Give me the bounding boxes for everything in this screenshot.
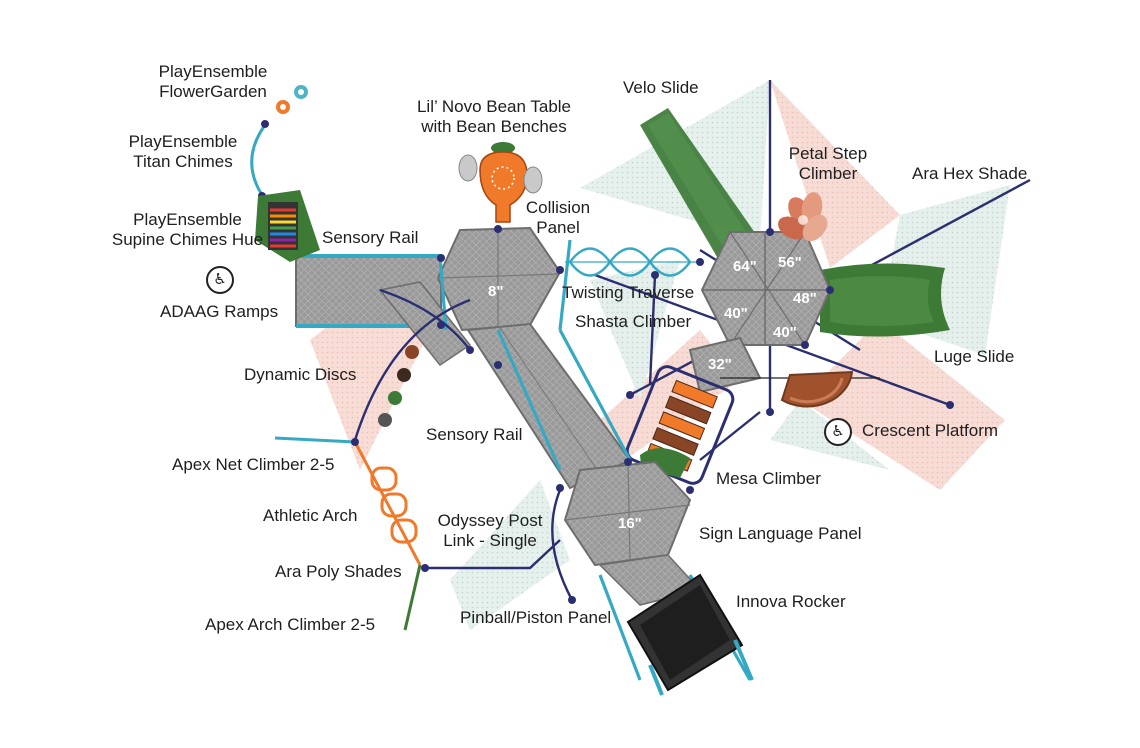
- dynamic-discs: [378, 345, 419, 427]
- center-decks: [295, 226, 702, 606]
- label-bean-table: Lil’ Novo Bean Table with Bean Benches: [404, 97, 584, 137]
- label-line: Supine Chimes Hue: [111, 230, 264, 249]
- accessibility-icon: ♿: [824, 418, 852, 446]
- label-velo-slide: Velo Slide: [623, 78, 699, 97]
- label-apex-net-climber: Apex Net Climber 2-5: [172, 455, 335, 474]
- label-line: PlayEnsemble: [158, 62, 268, 81]
- label-innova-rocker: Innova Rocker: [736, 592, 846, 611]
- supine-chimes-hue: [255, 190, 320, 262]
- deck-height-16: 16": [618, 515, 642, 532]
- luge-slide: [820, 263, 950, 337]
- velo-slide: [640, 108, 760, 262]
- innova-rocker: [626, 573, 754, 696]
- label-line: Lil’ Novo Bean Table: [416, 97, 572, 116]
- flowergarden: [276, 85, 308, 114]
- bean-table: [458, 142, 543, 223]
- frame-arcs: [353, 288, 574, 601]
- ara-poly-shades-left: [310, 290, 570, 630]
- accessibility-icon: ♿: [206, 266, 234, 294]
- label-line: with Bean Benches: [421, 117, 567, 136]
- titan-chimes: [250, 120, 269, 200]
- label-apex-arch-climber: Apex Arch Climber 2-5: [205, 615, 376, 634]
- label-odyssey-post: Odyssey Post Link - Single: [430, 511, 550, 551]
- label-line: Collision: [525, 198, 591, 217]
- twisting-traverse: [565, 247, 700, 277]
- deck-height-48: 48": [793, 290, 817, 307]
- label-line: PlayEnsemble: [133, 210, 242, 229]
- label-line: Odyssey Post: [437, 511, 543, 530]
- label-flowergarden: PlayEnsemble FlowerGarden: [148, 62, 278, 102]
- label-sensory-rail-mid: Sensory Rail: [426, 425, 523, 444]
- deck-height-40-left: 40": [724, 305, 748, 322]
- label-line: PlayEnsemble: [128, 132, 238, 151]
- deck-height-40-right: 40": [773, 324, 797, 341]
- label-titan-chimes: PlayEnsemble Titan Chimes: [118, 132, 248, 172]
- label-luge-slide: Luge Slide: [934, 347, 1015, 366]
- athletic-arch: [274, 436, 422, 631]
- deck-height-32: 32": [708, 356, 732, 373]
- deck-height-56: 56": [778, 254, 802, 271]
- label-supine-chimes: PlayEnsemble Supine Chimes Hue: [110, 210, 265, 250]
- label-mesa-climber: Mesa Climber: [716, 469, 821, 488]
- deck-height-8: 8": [488, 283, 504, 300]
- label-twisting-traverse: Twisting Traverse: [562, 283, 695, 302]
- label-collision-panel: Collision Panel: [518, 198, 598, 238]
- label-ara-hex-shade: Ara Hex Shade: [912, 164, 1028, 183]
- label-adaag-ramps: ADAAG Ramps: [160, 302, 279, 321]
- label-petal-step-climber: Petal Step Climber: [782, 144, 874, 184]
- label-line: FlowerGarden: [159, 82, 267, 101]
- label-pinball-piston-panel: Pinball/Piston Panel: [460, 608, 612, 627]
- label-athletic-arch: Athletic Arch: [263, 506, 358, 525]
- crescent-platform: [780, 370, 854, 408]
- label-crescent-platform: Crescent Platform: [862, 421, 999, 440]
- petal-step-climber: [778, 192, 828, 242]
- label-line: Climber: [798, 164, 858, 183]
- label-sign-language-panel: Sign Language Panel: [699, 524, 862, 543]
- label-line: Link - Single: [443, 531, 537, 550]
- deck-height-64: 64": [733, 258, 757, 275]
- label-sensory-rail-top: Sensory Rail: [322, 228, 419, 247]
- label-line: Panel: [536, 218, 580, 237]
- label-line: Titan Chimes: [133, 152, 233, 171]
- label-ara-poly-shades: Ara Poly Shades: [275, 562, 402, 581]
- label-dynamic-discs: Dynamic Discs: [244, 365, 357, 384]
- label-line: Petal Step: [788, 144, 868, 163]
- label-shasta-climber: Shasta Climber: [575, 312, 692, 331]
- frame-joints: [351, 225, 954, 604]
